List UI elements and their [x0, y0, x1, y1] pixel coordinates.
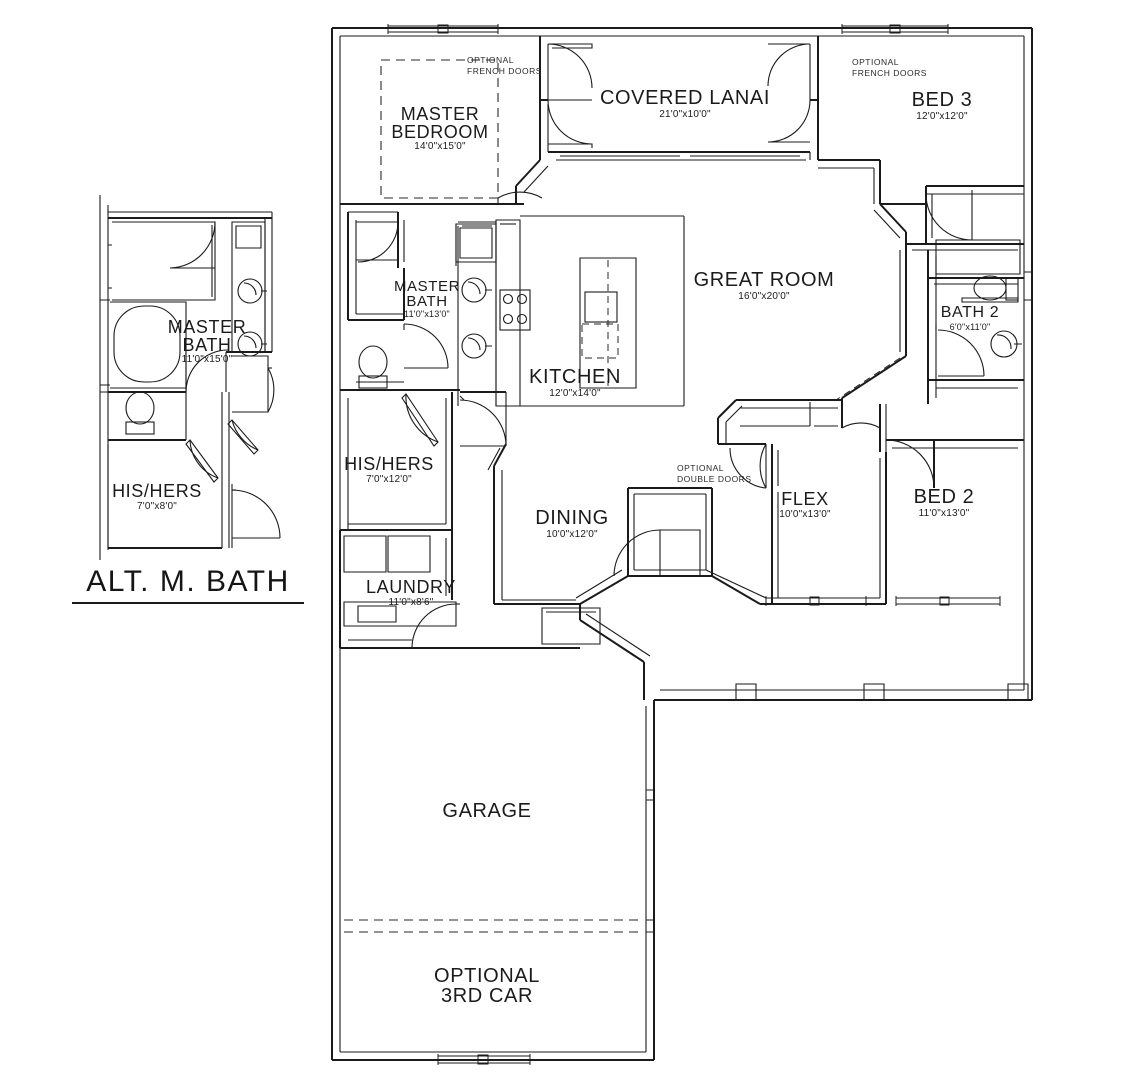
bed2-linework — [765, 439, 1001, 606]
bath2-linework — [906, 243, 1032, 404]
kitchen-linework — [455, 215, 685, 407]
garage-door — [437, 1054, 531, 1065]
windows-top — [387, 24, 949, 34]
master-bath-linework — [347, 212, 497, 447]
garage-linework — [344, 789, 654, 933]
laundry-linework — [100, 391, 494, 649]
dining-entry-linework — [494, 487, 886, 700]
lanai-bed3-linework — [767, 36, 1024, 275]
alt-master-bath-linework — [99, 195, 281, 560]
porch-linework — [735, 683, 1029, 701]
section-title-underline — [72, 602, 304, 604]
main-plan-linework — [100, 24, 1033, 1065]
flex-linework — [718, 443, 887, 604]
great-room-linework — [717, 244, 1024, 489]
his-hers-linework — [340, 389, 507, 604]
master-bedroom-linework — [340, 36, 810, 213]
